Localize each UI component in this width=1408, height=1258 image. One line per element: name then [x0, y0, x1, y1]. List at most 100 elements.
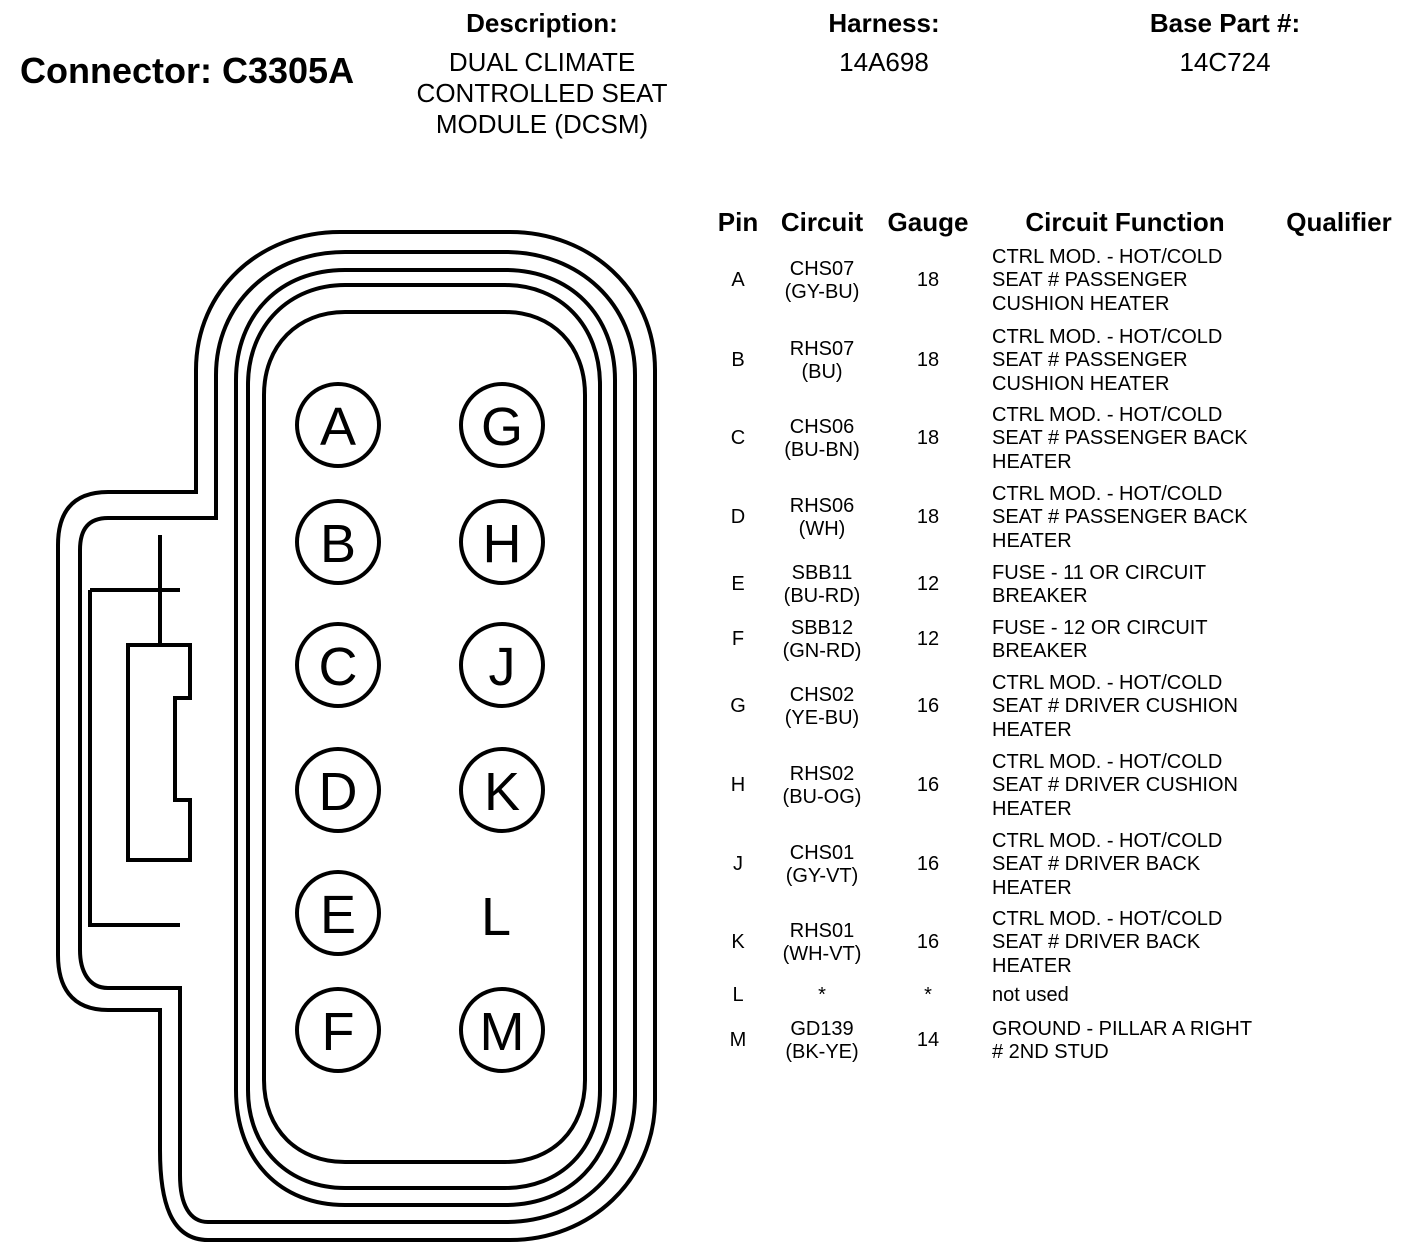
pin-label: H [483, 514, 522, 574]
gauge-cell: 18 [916, 427, 940, 450]
housing-inner-face [262, 310, 587, 1164]
circuit-id: RHS06 [789, 494, 855, 517]
circuit-id: SBB11 [791, 561, 853, 584]
circuit-id: GD139 [790, 1017, 854, 1040]
column-header-gauge: Gauge [887, 207, 969, 237]
function-line: BREAKER [992, 585, 1088, 607]
pin-label: D [319, 762, 358, 822]
table-row: L * * not used [708, 984, 1398, 1008]
function-line: SEAT # PASSENGER [992, 269, 1188, 292]
pin-label: L [481, 887, 511, 947]
function-cell: not used [980, 984, 1270, 1008]
circuit-id: CHS02 [789, 683, 855, 706]
gauge-cell: 16 [916, 853, 940, 876]
latch-notch [126, 535, 192, 862]
description-line: MODULE (DCSM) [435, 109, 649, 139]
latch-inner-line [88, 588, 180, 927]
function-line: HEATER [992, 954, 1072, 977]
pin-cell: C [730, 427, 746, 450]
harness-label: Harness: [828, 8, 940, 38]
function-line: SEAT # DRIVER CUSHION [992, 695, 1238, 718]
connector-title: Connector: C3305A [20, 50, 355, 91]
gauge-cell: 16 [916, 695, 940, 718]
pin-label: J [489, 637, 516, 697]
function-line: SEAT # DRIVER BACK [992, 931, 1201, 954]
pin-cavity-j: J [459, 622, 545, 708]
pin-cell: F [731, 628, 745, 651]
pin-cavity-d: D [295, 747, 381, 833]
function-line: CTRL MOD. - HOT/COLD [992, 671, 1223, 694]
housing-outer-outline [56, 230, 657, 1242]
gauge-cell: * [924, 984, 932, 1007]
circuit-id: RHS02 [789, 762, 855, 785]
circuit-cell: GD139(BK-YE) [768, 1018, 876, 1065]
circuit-cell: CHS01(GY-VT) [768, 842, 876, 889]
function-line: CUSHION HEATER [992, 372, 1170, 395]
function-line: FUSE - 12 OR CIRCUIT [992, 616, 1208, 639]
circuit-cell: SBB12(GN-RD) [768, 617, 876, 664]
pin-label: A [320, 397, 356, 457]
column-header-pin: Pin [717, 207, 759, 237]
circuit-cell: CHS07(GY-BU) [768, 258, 876, 305]
connector-housing [56, 230, 657, 1242]
wire-color: (GY-VT) [785, 865, 859, 887]
function-line: CTRL MOD. - HOT/COLD [992, 403, 1223, 426]
harness-value: 14A698 [839, 47, 929, 77]
gauge-cell: 18 [916, 506, 940, 529]
circuit-id: CHS01 [789, 841, 855, 864]
pin-cell: K [731, 931, 745, 954]
pin-cell: A [731, 269, 745, 292]
circuit-id: CHS07 [789, 257, 855, 280]
wire-color: (WH) [798, 518, 846, 540]
right-pin-column: G H J K L M [459, 382, 545, 1073]
housing-ridge-1 [234, 268, 617, 1207]
pin-cavity-h: H [459, 499, 545, 585]
column-header-circuit: Circuit [780, 207, 864, 237]
description-label: Description: [466, 8, 618, 38]
gauge-cell: 16 [916, 931, 940, 954]
function-line: CTRL MOD. - HOT/COLD [992, 325, 1223, 348]
pin-cell: D [730, 506, 746, 529]
function-line: GROUND - PILLAR A RIGHT [992, 1017, 1253, 1040]
connector-face-diagram: A B C D E F G H [56, 230, 657, 1242]
function-line: SEAT # DRIVER CUSHION [992, 774, 1238, 797]
function-line: HEATER [992, 718, 1072, 741]
pin-cavity-c: C [295, 622, 381, 708]
pin-label: M [480, 1002, 525, 1062]
wire-color: (WH-VT) [782, 943, 862, 965]
gauge-cell: 18 [916, 349, 940, 372]
function-line: BREAKER [992, 640, 1088, 662]
pin-label: G [481, 397, 523, 457]
pin-cell: L [732, 984, 744, 1007]
function-line: HEATER [992, 797, 1072, 820]
gauge-cell: 14 [916, 1029, 940, 1052]
gauge-cell: 18 [916, 269, 940, 292]
wire-color: (BU-BN) [784, 439, 860, 461]
function-line: CTRL MOD. - HOT/COLD [992, 482, 1223, 505]
pin-cavity-f: F [295, 987, 381, 1073]
function-line: HEATER [992, 876, 1072, 899]
pin-cavity-k: K [459, 747, 545, 833]
wire-color: (BU-RD) [783, 585, 861, 607]
base-part-label: Base Part #: [1149, 8, 1301, 38]
gauge-cell: 12 [916, 628, 940, 651]
circuit-cell: RHS06(WH) [768, 495, 876, 542]
circuit-cell: * [768, 984, 876, 1008]
column-header-qualifier: Qualifier [1286, 207, 1392, 237]
base-part-value: 14C724 [1179, 47, 1271, 77]
function-cell: GROUND - PILLAR A RIGHT# 2ND STUD [980, 1018, 1270, 1065]
function-line: FUSE - 11 OR CIRCUIT [992, 561, 1207, 584]
table-row: M GD139(BK-YE) 14 GROUND - PILLAR A RIGH… [708, 1016, 1398, 1066]
function-line: CTRL MOD. - HOT/COLD [992, 245, 1223, 268]
circuit-cell: RHS01(WH-VT) [768, 920, 876, 967]
circuit-cell: CHS06(BU-BN) [768, 416, 876, 463]
function-line: CTRL MOD. - HOT/COLD [992, 907, 1223, 930]
